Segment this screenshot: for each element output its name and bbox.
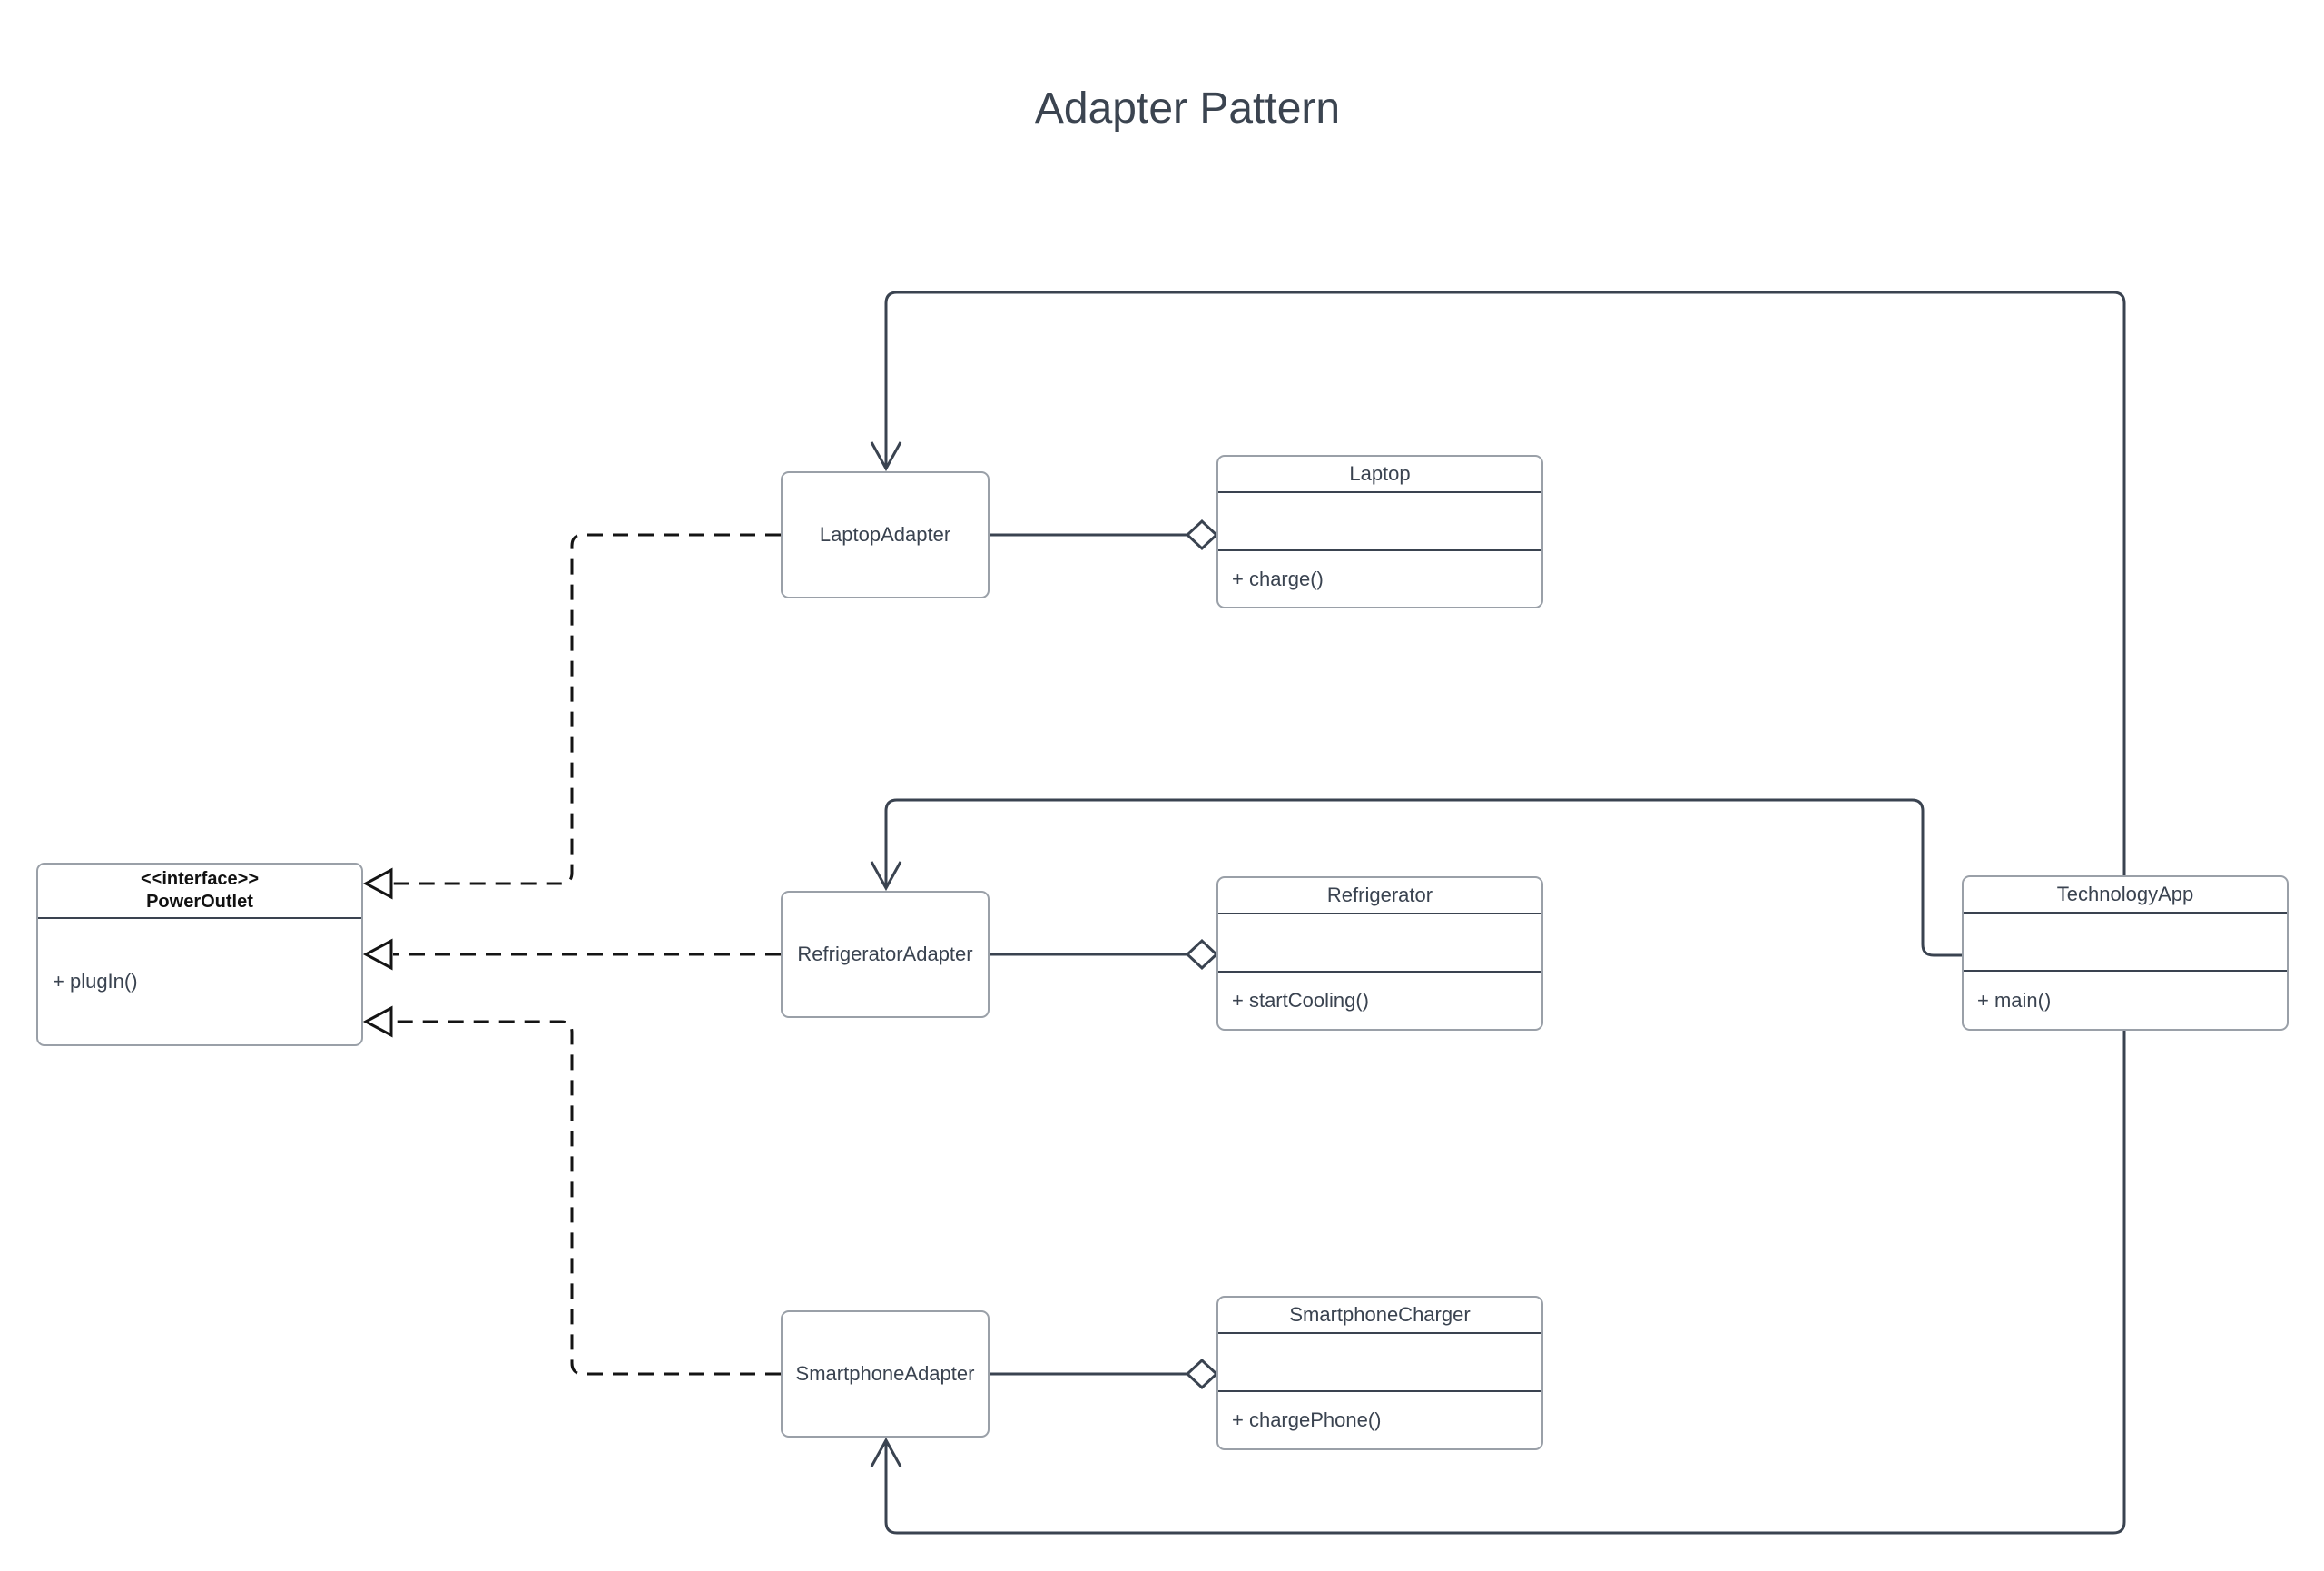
node-refrigerator: Refrigerator + startCooling() bbox=[1216, 876, 1543, 1031]
node-laptop: Laptop + charge() bbox=[1216, 455, 1543, 608]
refrigerator-attributes bbox=[1218, 914, 1541, 973]
smartphonecharger-method: + chargePhone() bbox=[1232, 1408, 1382, 1431]
node-poweroutlet-interface: <<interface>> PowerOutlet + plugIn() bbox=[36, 863, 363, 1046]
node-technologyapp: TechnologyApp + main() bbox=[1962, 875, 2289, 1031]
node-laptopadapter: LaptopAdapter bbox=[781, 471, 990, 598]
poweroutlet-name: PowerOutlet bbox=[146, 892, 253, 912]
smartphonecharger-attributes bbox=[1218, 1334, 1541, 1392]
laptop-method: + charge() bbox=[1232, 567, 1324, 590]
triangle-poweroutlet-middle bbox=[362, 938, 393, 971]
refrigerator-method: + startCooling() bbox=[1232, 989, 1370, 1012]
node-smartphoneadapter: SmartphoneAdapter bbox=[781, 1310, 990, 1438]
refrigerator-title: Refrigerator bbox=[1218, 878, 1541, 914]
association-technologyapp-smartphoneadapter bbox=[884, 1031, 2126, 1535]
technologyapp-method: + main() bbox=[1977, 988, 2052, 1012]
laptop-title: Laptop bbox=[1218, 457, 1541, 493]
diamond-smartphonecharger bbox=[1185, 1358, 1219, 1390]
realization-laptopadapter-poweroutlet bbox=[393, 533, 781, 885]
smartphonecharger-title: SmartphoneCharger bbox=[1218, 1298, 1541, 1334]
triangle-poweroutlet-top bbox=[362, 867, 393, 900]
association-technologyapp-laptopadapter bbox=[884, 291, 2126, 875]
triangle-poweroutlet-bottom bbox=[362, 1005, 393, 1038]
node-smartphonecharger: SmartphoneCharger + chargePhone() bbox=[1216, 1296, 1543, 1450]
laptop-attributes bbox=[1218, 493, 1541, 551]
node-refrigeratoradapter: RefrigeratorAdapter bbox=[781, 891, 990, 1018]
laptopadapter-label: LaptopAdapter bbox=[819, 523, 951, 546]
realization-smartphoneadapter-poweroutlet bbox=[393, 1020, 781, 1376]
poweroutlet-method: + plugIn() bbox=[53, 970, 138, 993]
technologyapp-title: TechnologyApp bbox=[1964, 877, 2287, 914]
association-technologyapp-refrigeratoradapter bbox=[884, 798, 1962, 957]
page-title: Adapter Pattern bbox=[1034, 84, 1341, 133]
poweroutlet-stereotype: <<interface>> bbox=[140, 869, 260, 889]
technologyapp-attributes bbox=[1964, 914, 2287, 972]
arrowhead-up-smartphoneadapter bbox=[870, 1437, 902, 1467]
smartphoneadapter-label: SmartphoneAdapter bbox=[795, 1362, 975, 1385]
diamond-laptop bbox=[1185, 519, 1219, 551]
refrigeratoradapter-label: RefrigeratorAdapter bbox=[797, 943, 973, 965]
poweroutlet-header: <<interface>> PowerOutlet bbox=[38, 865, 361, 919]
arrowhead-down-refrigeratoradapter bbox=[870, 861, 902, 892]
diamond-refrigerator bbox=[1185, 938, 1219, 971]
arrowhead-down-laptopadapter bbox=[870, 441, 902, 472]
